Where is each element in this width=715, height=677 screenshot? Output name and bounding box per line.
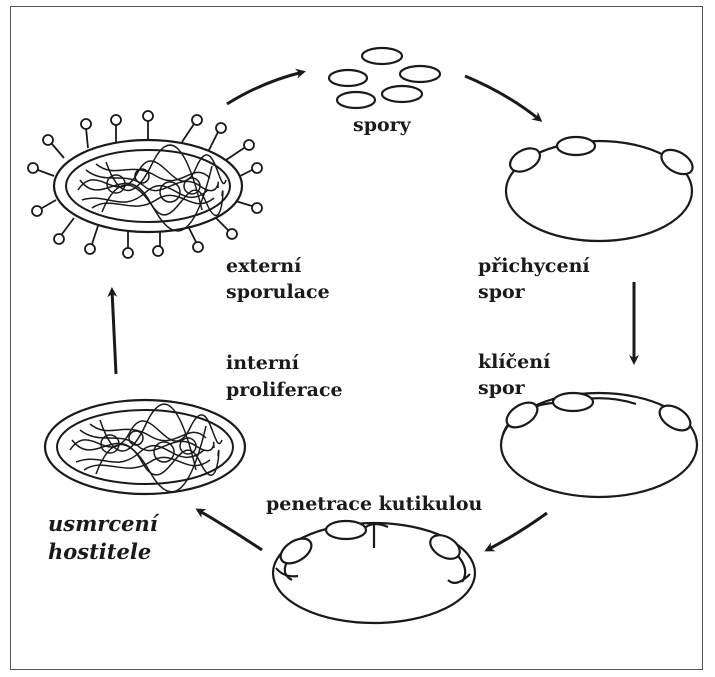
label-attachment-line2: spor (478, 280, 525, 305)
label-sporulation-line1: externí (226, 254, 301, 279)
label-penetration: penetrace kutikulou (266, 492, 482, 517)
arrow-spores-to-attachment (465, 76, 540, 120)
label-proliferation-line2: proliferace (226, 378, 343, 403)
host-attachment-stage (506, 137, 697, 241)
arrow-penetration-to-host-death (198, 510, 262, 550)
label-host-death-line2: hostitele (48, 538, 151, 565)
attached-spore (557, 137, 595, 155)
spore (382, 86, 422, 102)
host-germination-stage (501, 393, 697, 497)
host-body (45, 400, 245, 494)
label-germination-line1: klíčení (478, 350, 550, 375)
label-spores: spory (353, 113, 411, 138)
penetrating-spore (426, 530, 464, 563)
arrow-sporulation-to-spores (227, 72, 303, 104)
spore (362, 48, 402, 64)
label-attachment-line1: přichycení (478, 254, 590, 279)
penetrating-spore (276, 534, 315, 569)
host-proliferation-stage (45, 400, 245, 494)
arrow-germination-to-penetration (487, 513, 547, 550)
label-germination-line2: spor (478, 376, 525, 401)
arrow-proliferation-to-sporulation (112, 290, 116, 374)
host-sporulation-stage (28, 111, 262, 258)
penetration-hypha (366, 522, 388, 548)
host-penetration-stage (273, 521, 475, 623)
label-host-death-line1: usmrcení (48, 510, 158, 537)
attached-spore (506, 144, 544, 177)
label-proliferation-line1: interní (226, 351, 299, 376)
penetration-hypha (448, 556, 470, 583)
germinating-spore (553, 393, 593, 411)
attached-spore (657, 145, 696, 179)
host-body (54, 140, 242, 232)
spores-cluster (329, 48, 440, 108)
spore (337, 92, 375, 108)
label-sporulation-line2: sporulace (226, 280, 330, 305)
spore (329, 70, 367, 86)
spore (400, 66, 440, 82)
penetrating-spore (326, 521, 366, 539)
